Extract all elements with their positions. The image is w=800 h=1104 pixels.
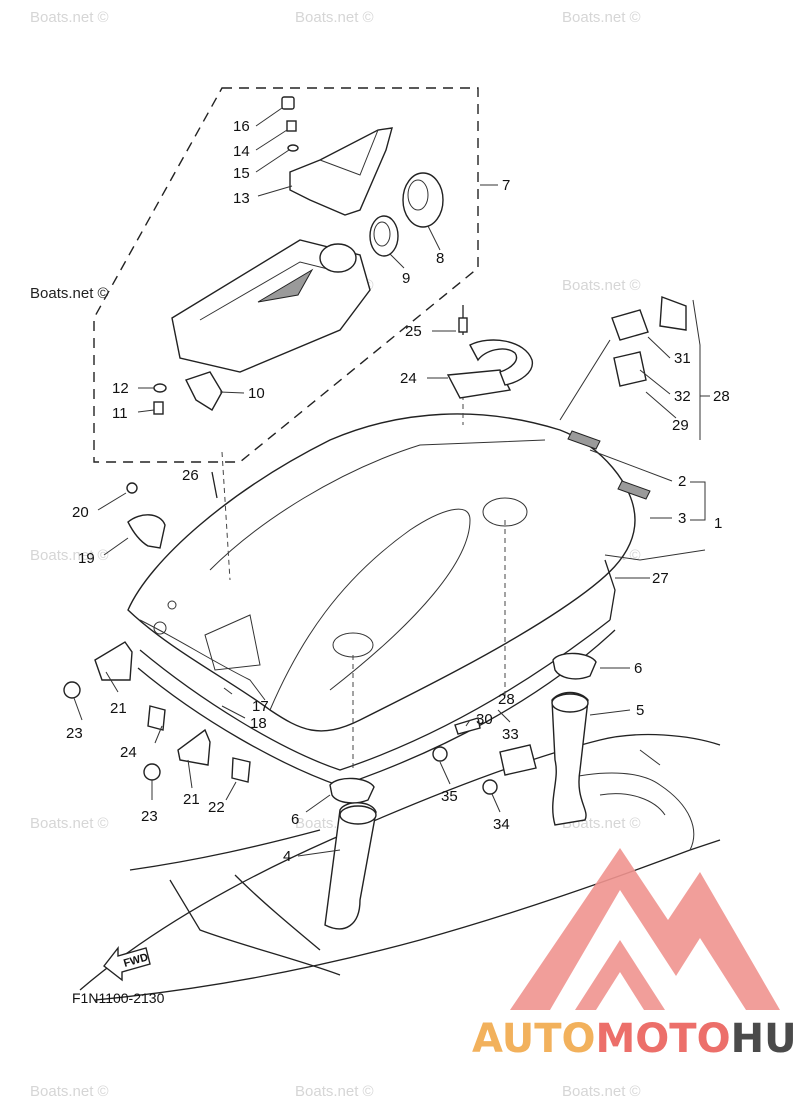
- part-label-22: 22: [208, 799, 225, 816]
- watermark: Boats.net ©: [562, 9, 641, 26]
- part-callouts: 16 14 15 13 7 8 9 12 10 11 25 24 31 32 2…: [66, 118, 730, 865]
- fwd-arrow: FWD: [103, 945, 151, 982]
- part-label-25: 25: [405, 323, 422, 340]
- part-label-13: 13: [233, 190, 250, 207]
- part-label-24-top: 24: [400, 370, 417, 387]
- engine-hood: [127, 395, 636, 787]
- part-label-17: 17: [252, 698, 269, 715]
- part-label-26: 26: [182, 467, 199, 484]
- part-label-24-bottom: 24: [120, 744, 137, 761]
- part-label-28-bottom: 28: [498, 691, 515, 708]
- logo-text: AUTOMOTOHUB: [472, 1016, 800, 1062]
- part-label-11: 11: [112, 405, 128, 422]
- logo-text-hub: HUB: [731, 1016, 800, 1062]
- watermark: Boats.net ©: [30, 1083, 109, 1100]
- part-label-30: 30: [476, 711, 493, 728]
- part-label-10: 10: [248, 385, 265, 402]
- watermark: Boats.net ©: [295, 9, 374, 26]
- watermark: Boats.net ©: [295, 1083, 374, 1100]
- automotohub-logo: AUTOMOTOHUB: [472, 848, 800, 1062]
- part-label-23-right: 23: [141, 808, 158, 825]
- part-label-35: 35: [441, 788, 458, 805]
- air-box-assembly: [153, 96, 444, 415]
- latch-assembly: [559, 296, 701, 440]
- part-label-8: 8: [436, 250, 444, 267]
- part-label-2: 2: [678, 473, 686, 490]
- watermark: Boats.net ©: [30, 547, 109, 564]
- watermark-main: Boats.net ©: [30, 285, 109, 302]
- part-label-3: 3: [678, 510, 686, 527]
- part-label-12: 12: [112, 380, 129, 397]
- watermark: Boats.net ©: [562, 1083, 641, 1100]
- part-label-19: 19: [78, 550, 95, 567]
- lower-hardware: [63, 471, 597, 930]
- part-label-1: 1: [714, 515, 722, 532]
- part-label-32: 32: [674, 388, 691, 405]
- part-label-21-right: 21: [183, 791, 200, 808]
- part-label-9: 9: [402, 270, 410, 287]
- leader-lines: [73, 107, 710, 857]
- part-label-18: 18: [250, 715, 267, 732]
- diagram-code: F1N1100-2130: [72, 990, 165, 1006]
- part-label-7: 7: [502, 177, 510, 194]
- cover-strips: [567, 430, 651, 500]
- part-label-33: 33: [502, 726, 519, 743]
- part-label-29: 29: [672, 417, 689, 434]
- logo-text-auto: AUTO: [472, 1016, 596, 1062]
- part-label-20: 20: [72, 504, 89, 521]
- part-label-28-top: 28: [713, 388, 730, 405]
- part-label-5: 5: [636, 702, 644, 719]
- part-label-27: 27: [652, 570, 669, 587]
- part-label-6-right: 6: [634, 660, 642, 677]
- logo-triangle: [510, 848, 780, 1010]
- logo-text-moto: MOTO: [596, 1016, 731, 1062]
- watermark: Boats.net ©: [30, 9, 109, 26]
- part-label-23-left: 23: [66, 725, 83, 742]
- part-label-21-left: 21: [110, 700, 127, 717]
- assembly-box-outline: [93, 87, 479, 463]
- part-label-34: 34: [493, 816, 510, 833]
- part-label-15: 15: [233, 165, 250, 182]
- part-label-16: 16: [233, 118, 250, 135]
- part-label-14: 14: [233, 143, 250, 160]
- hand-grip-assembly: [446, 305, 534, 399]
- watermark: Boats.net ©: [562, 277, 641, 294]
- part-label-4: 4: [283, 848, 291, 865]
- part-label-31: 31: [674, 350, 691, 367]
- part-label-6-left: 6: [291, 811, 299, 828]
- watermark: Boats.net ©: [30, 815, 109, 832]
